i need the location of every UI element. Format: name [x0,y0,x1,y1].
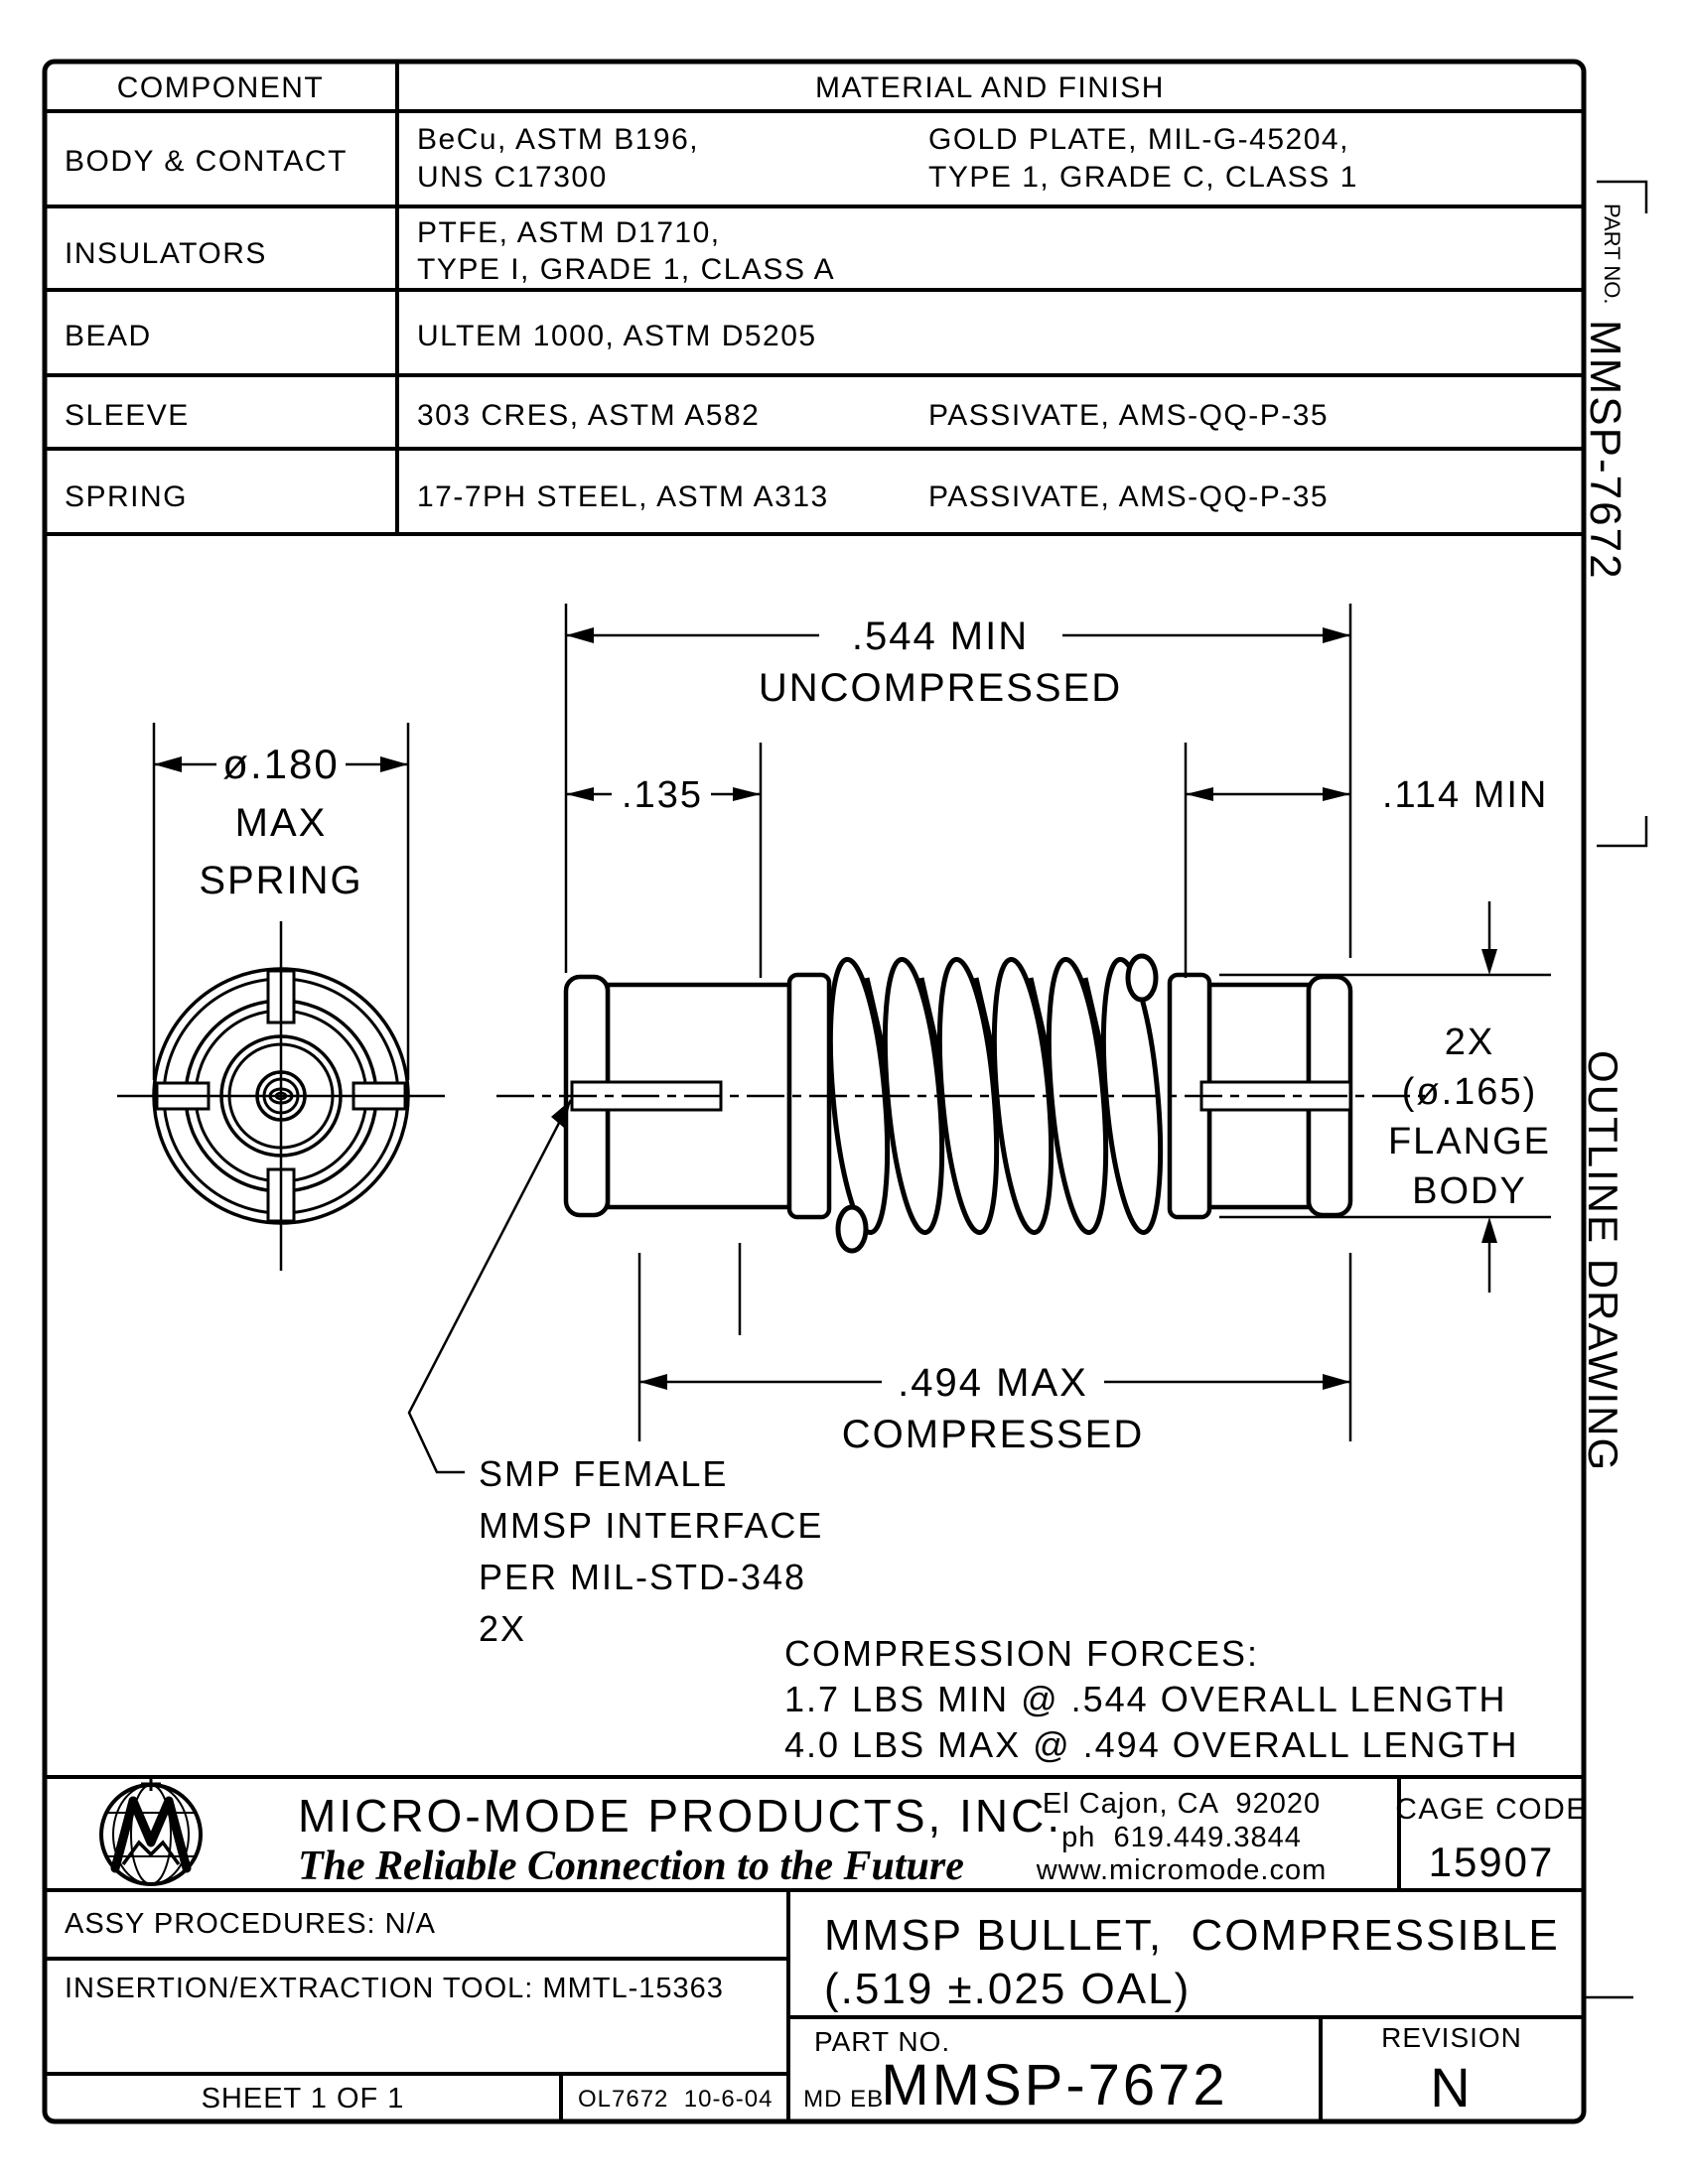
spring-end-bottom [835,1204,869,1254]
micro-mode-logo-icon [99,1777,203,1886]
note-interface-line4: 2X [479,1608,526,1649]
address-line1: El Cajon, CA 92020 [1043,1788,1321,1820]
note-interface-line3: PER MIL-STD-348 [479,1557,806,1597]
material-cell-line1: ULTEM 1000, ASTM D5205 [417,320,817,352]
drawing-title: MMSP BULLET, COMPRESSIBLE (.519 ±.025 OA… [824,1911,1560,2013]
table-row-sleeve: SLEEVE 303 CRES, ASTM A582 PASSIVATE, AM… [65,399,1329,432]
note-interface-line2: MMSP INTERFACE [479,1505,823,1546]
component-cell: BEAD [65,320,152,352]
material-cell-line2: UNS C17300 [417,161,608,194]
part-no-label: PART NO. [814,2026,950,2057]
table-row-insulators: INSULATORS PTFE, ASTM D1710, TYPE I, GRA… [65,216,835,286]
dim-flange-line1: 2X [1445,1022,1494,1063]
address-line2: ph 619.449.3844 [1061,1822,1302,1853]
material-table: COMPONENT MATERIAL AND FINISH BODY & CON… [45,62,1584,536]
edge-strip: PART NO. MMSP-7672 OUTLINE DRAWING [1580,180,1648,1999]
dim-left-travel-value: .135 [622,774,703,816]
spring-end-top [1125,953,1159,1003]
table-row-spring: SPRING 17-7PH STEEL, ASTM A313 PASSIVATE… [65,480,1329,513]
compression-spring [827,953,1164,1254]
revision-value: N [1430,2056,1473,2118]
component-cell: INSULATORS [65,237,267,270]
company-name: MICRO-MODE PRODUCTS, INC. [298,1790,1062,1842]
cage-code-cell: CAGE CODE 15907 [1395,1793,1588,1885]
material-cell-line1: 303 CRES, ASTM A582 [417,399,760,432]
sheet-frame [42,59,1587,2124]
component-cell: SPRING [65,480,188,513]
edge-part-no: MMSP-7672 [1581,320,1629,581]
note-smp-interface: SMP FEMALE MMSP INTERFACE PER MIL-STD-34… [407,1099,823,1649]
component-cell: BODY & CONTACT [65,145,348,178]
dim-compressed-value: .494 MAX [898,1361,1088,1405]
address-line3: www.micromode.com [1036,1854,1328,1886]
side-view [496,953,1425,1335]
dim-flange-line3: FLANGE [1388,1121,1551,1162]
part-no-value: MMSP-7672 [881,2053,1227,2117]
dim-left-travel: .135 [566,743,763,978]
dim-spring-dia-value: ø.180 [222,741,339,787]
note-forces-line2: 1.7 LBS MIN @ .544 OVERALL LENGTH [784,1679,1506,1719]
dim-spring-dia-line3: SPRING [199,859,362,902]
table-header-material-finish: MATERIAL AND FINISH [815,71,1165,104]
finish-cell-line1: PASSIVATE, AMS-QQ-P-35 [928,399,1329,432]
revision-label: REVISION [1381,2022,1522,2053]
note-forces-line3: 4.0 LBS MAX @ .494 OVERALL LENGTH [784,1724,1519,1765]
title-block: MICRO-MODE PRODUCTS, INC. The Reliable C… [45,1775,1588,2121]
assy-procedures: ASSY PROCEDURES: N/A [65,1908,436,1940]
company-address: El Cajon, CA 92020 ph 619.449.3844 www.m… [1036,1788,1328,1886]
insertion-extraction-tool: INSERTION/EXTRACTION TOOL: MMTL-15363 [65,1973,724,2004]
dim-flange-line4: BODY [1412,1170,1527,1212]
finish-cell-line1: GOLD PLATE, MIL-G-45204, [928,123,1349,156]
finish-cell-line2: TYPE 1, GRADE C, CLASS 1 [928,161,1358,194]
dim-compressed-label: COMPRESSED [842,1413,1145,1456]
dim-uncompressed-value: .544 MIN [852,614,1029,658]
material-cell-line1: BeCu, ASTM B196, [417,123,699,156]
note-interface-line1: SMP FEMALE [479,1453,728,1494]
front-view [117,921,445,1271]
part-no-cell: PART NO. MMSP-7672 [814,2026,1227,2117]
cage-code-value: 15907 [1429,1839,1555,1885]
sheet-number: SHEET 1 OF 1 [202,2083,405,2115]
dim-overall-compressed: .494 MAX COMPRESSED [637,1253,1352,1456]
cage-code-label: CAGE CODE [1395,1793,1588,1826]
material-cell-line1: 17-7PH STEEL, ASTM A313 [417,480,829,513]
drawing-title-line1: MMSP BULLET, COMPRESSIBLE [824,1911,1560,1960]
edge-part-no-label: PART NO. [1600,204,1624,304]
dim-flange-body: 2X (ø.165) FLANGE BODY [1219,901,1551,1293]
table-header-component: COMPONENT [117,71,325,104]
dim-spring-diameter: ø.180 MAX SPRING [152,723,410,1080]
note-compression-forces: COMPRESSION FORCES: 1.7 LBS MIN @ .544 O… [784,1633,1519,1765]
company-tagline: The Reliable Connection to the Future [298,1843,964,1889]
dim-right-travel: .114 MIN [1184,743,1548,978]
component-cell: SLEEVE [65,399,190,432]
drawing-title-line2: (.519 ±.025 OAL) [824,1965,1191,2013]
finish-cell-line1: PASSIVATE, AMS-QQ-P-35 [928,480,1329,513]
drawing-reference: OL7672 10-6-04 MD EB [578,2086,884,2113]
edge-outline-drawing-label: OUTLINE DRAWING [1580,1050,1626,1472]
note-forces-line1: COMPRESSION FORCES: [784,1633,1259,1674]
revision-cell: REVISION N [1381,2022,1522,2118]
material-cell-line2: TYPE I, GRADE 1, CLASS A [417,253,835,286]
dim-overall-uncompressed: .544 MIN UNCOMPRESSED [564,604,1352,973]
dim-uncompressed-label: UNCOMPRESSED [759,666,1122,710]
table-row-body-contact: BODY & CONTACT BeCu, ASTM B196, UNS C173… [65,123,1358,194]
dim-flange-line2: (ø.165) [1402,1071,1537,1113]
dim-right-travel-value: .114 MIN [1382,774,1548,816]
dim-spring-dia-line2: MAX [235,801,328,845]
material-cell-line1: PTFE, ASTM D1710, [417,216,721,249]
table-row-bead: BEAD ULTEM 1000, ASTM D5205 [65,320,817,352]
